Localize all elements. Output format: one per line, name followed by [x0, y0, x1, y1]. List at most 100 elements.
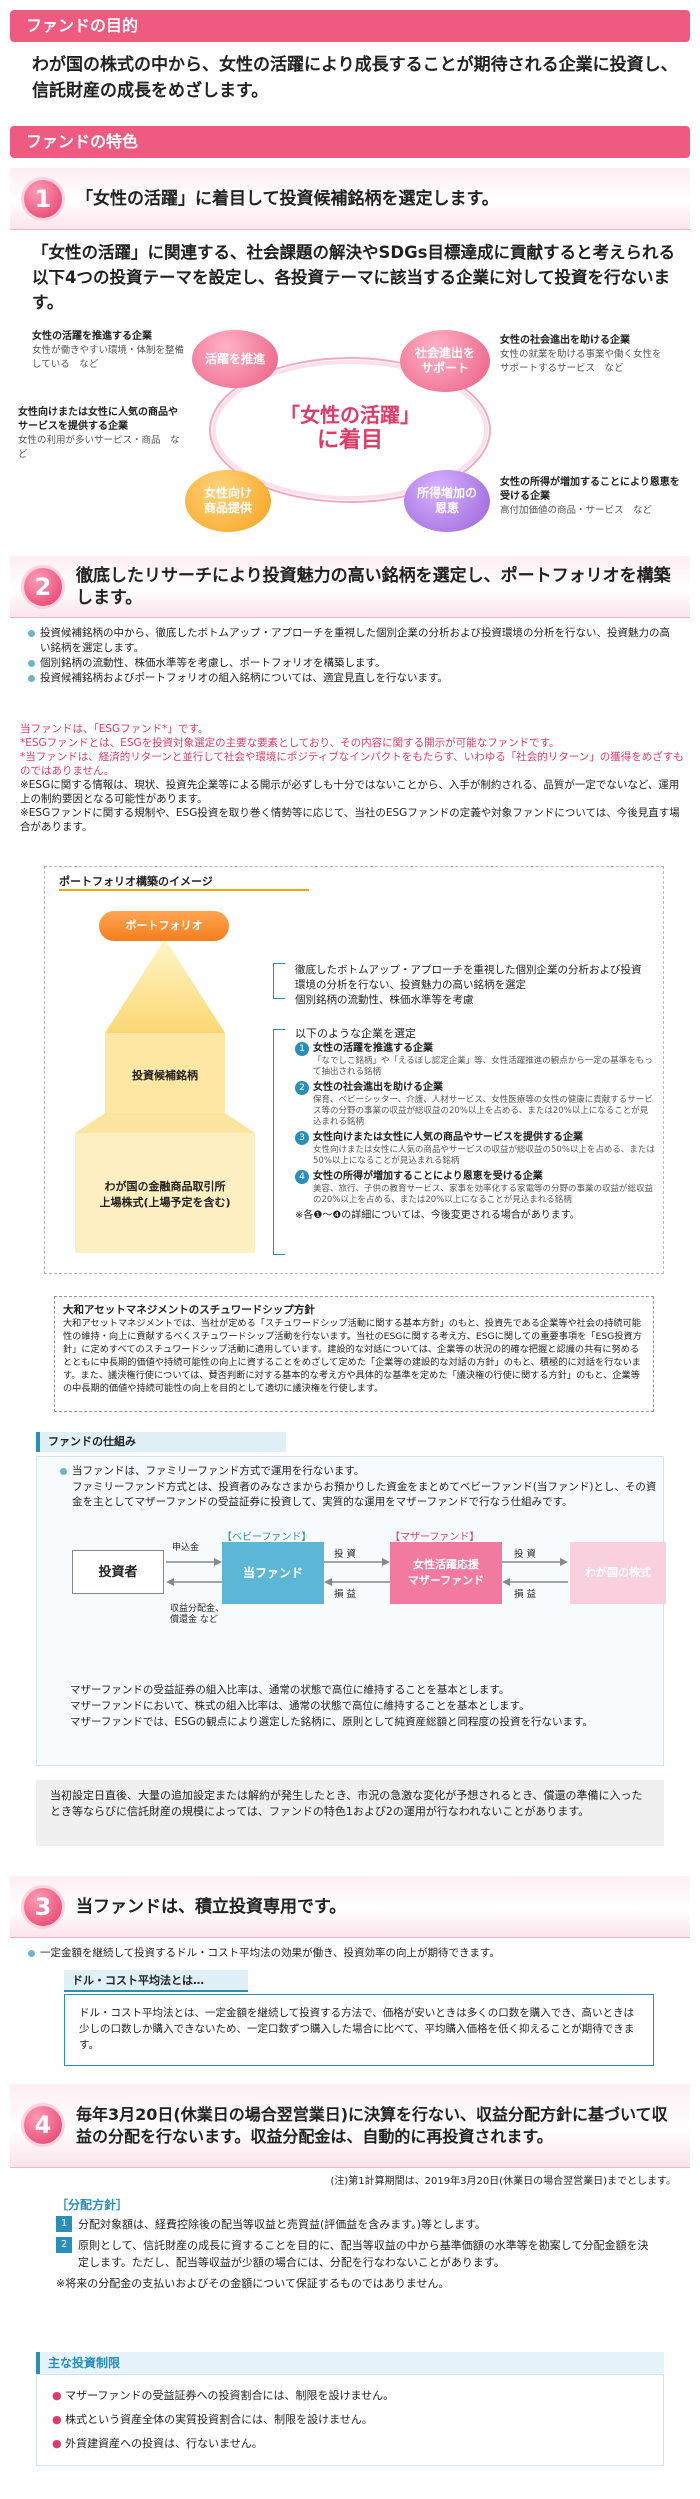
theme-ring [209, 357, 491, 503]
select-list: 以下のような企業を選定 1 女性の活躍を推進する企業「なでしこ銘柄」や「えるぼし認… [295, 1027, 655, 1222]
item-number: 1 [56, 2216, 72, 2232]
item-text: 原則として、信託財産の成長に資することを目的に、配当等収益の中から基準価額の水準… [78, 2239, 649, 2269]
select-step: 3 女性向けまたは女性に人気の商品やサービスを提供する企業女性向けまたは女性に人気… [295, 1131, 655, 1167]
select-step: 4 女性の所得が増加することにより恩恵を受ける企業美容、旅行、子供の教育サービス、… [295, 1170, 655, 1206]
feature-title: 徹底したリサーチにより投資魅力の高い銘柄を選定し、ポートフォリオを構築します。 [76, 565, 671, 608]
return-label: 収益分配金、 償還金 など [170, 1604, 225, 1625]
bullet-item: 投資候補銘柄およびポートフォリオの組入銘柄については、適宜見直しを行ないます。 [28, 671, 680, 686]
scheme-diagram: 投資者 申込金 収益分配金、 償還金 など 【ベビーファンド】 当ファンド 投 … [72, 1528, 666, 1638]
feature-3-bullets: 一定金額を継続して投資するドル・コスト平均法の効果が働き、投資効率の向上が期待で… [28, 1946, 680, 1961]
center-line-2: に着目 [316, 428, 383, 453]
scheme-heading: ファンドの仕組み [36, 1432, 286, 1452]
portfolio-top: ポートフォリオ [99, 911, 229, 941]
step-title: 女性の所得が増加することにより恩恵を受ける企業 [313, 1171, 543, 1182]
center-line-1: 「女性の活躍」 [280, 403, 420, 427]
feature-2-header: 2 徹底したリサーチにより投資魅力の高い銘柄を選定し、ポートフォリオを構築します… [10, 556, 690, 618]
mother-fund-box: 女性活躍応援 マザーファンド [390, 1542, 502, 1604]
limit-text: 株式という資産全体の実質投資割合には、制限を設けません。 [65, 2413, 373, 2426]
esg-note: ※ESGファンドに関する規制や、ESG投資を取り巻く情勢等に応じて、当社のESG… [20, 807, 680, 833]
bullet-item: 投資候補銘柄の中から、徹底したボトムアップ・アプローチを重視した個別企業の分析お… [28, 626, 680, 656]
feature-number: 1 [24, 180, 62, 218]
portfolio-bottom: わが国の金融商品取引所 上場株式(上場予定を含む) [99, 1180, 231, 1209]
esg-notes: 当ファンドは、「ESGファンド*」です。 *ESGファンドとは、ESGを投資対象… [20, 722, 684, 834]
stewardship-box: 大和アセットマネジメントのスチュワードシップ方針 大和アセットマネジメントでは、… [54, 1296, 654, 1412]
feature-3-header: 3 当ファンドは、積立投資専用です。 [10, 1876, 690, 1938]
right-bullet: 徹底したボトムアップ・アプローチを重視した個別企業の分析および投資環境の分析を行… [295, 964, 642, 991]
baby-fund-box: 当ファンド [222, 1542, 324, 1604]
portfolio-panel: ポートフォリオ構築のイメージ ポートフォリオ 投資候補銘柄 わが国の金融商品取引… [44, 866, 664, 1274]
label-title: 女性の所得が増加することにより恩恵を受ける企業 [500, 477, 680, 502]
risk-note: 当初設定日直後、大量の追加設定または解約が発生したとき、市況の急激な変化が予想さ… [36, 1780, 664, 1846]
label-sub: 女性が働きやすい環境・体制を整備している など [32, 345, 185, 370]
portfolio-pyramid [75, 939, 255, 1253]
step-number: 4 [295, 1170, 309, 1184]
portfolio-title-rule [59, 889, 309, 891]
bubble-income: 所得増加の 恩恵 [404, 470, 490, 532]
gain-label-2: 損 益 [514, 1589, 537, 1600]
limit-item: ● マザーファンドの受益証券への投資割合には、制限を設けません。 [52, 2384, 652, 2408]
limits-panel [36, 2374, 664, 2466]
portfolio-title: ポートフォリオ構築のイメージ [59, 875, 213, 888]
step-desc: 美容、旅行、子供の教育サービス、家事を効率化する家電等の分野の事業の収益が総収益… [313, 1184, 654, 1205]
esg-note: *ESGファンドとは、ESGを投資対象選定の主要な要素としており、その内容に関す… [20, 737, 560, 749]
esg-note: *当ファンドは、経済的リターンと並行して社会や環境にポジティブなインパクトをもた… [20, 751, 684, 777]
step-desc: 女性向けまたは女性に人気の商品やサービスの収益が総収益の50%以上を占める、また… [313, 1145, 655, 1166]
limit-item: ● 外貨建資産への投資は、行ないません。 [52, 2432, 652, 2456]
feature-number: 2 [24, 568, 62, 606]
distribution-note: ※将来の分配金の支払いおよびその金額について保証するものではありません。 [56, 2277, 450, 2290]
limit-text: マザーファンドの受益証券への投資割合には、制限を設けません。 [65, 2389, 395, 2402]
step-number: 3 [295, 1131, 309, 1145]
label-support: 女性の社会進出を助ける企業女性の就業を助ける事業や働く女性をサポートするサービス… [500, 334, 670, 376]
invest-label: 投 資 [334, 1549, 357, 1560]
purpose-heading: ファンドの目的 [10, 10, 690, 42]
distribution-heading: ［分配方針］ [56, 2198, 129, 2212]
bubble-label: 社会進出を サポート [414, 346, 475, 375]
scheme-bullets: マザーファンドの受益証券の組入比率は、通常の状態で高位に維持することを基本としま… [60, 1682, 660, 1730]
bubble-label: 所得増加の 恩恵 [416, 486, 477, 515]
feature-title: 当ファンドは、積立投資専用です。 [76, 1896, 347, 1917]
feature-title: 毎年3月20日(休業日の場合翌営業日)に決算を行ない、収益分配方針に基づいて収益… [76, 2104, 668, 2146]
feature-1-header: 1 「女性の活躍」に着目して投資候補銘柄を選定します。 [10, 168, 690, 230]
baby-tag: 【ベビーファンド】 [222, 1532, 312, 1543]
step-number: 1 [295, 1042, 309, 1056]
right-bullet: 個別銘柄の流動性、株価水準等を考慮 [295, 994, 474, 1006]
select-step: 1 女性の活躍を推進する企業「なでしこ銘柄」や「えるぼし認定企業」等、女性活躍推進… [295, 1042, 655, 1078]
portfolio-mid: 投資候補銘柄 [132, 1069, 198, 1082]
label-sub: 女性の就業を助ける事業や働く女性をサポートするサービス など [500, 349, 662, 374]
select-head: 以下のような企業を選定 [295, 1027, 416, 1040]
purpose-text: わが国の株式の中から、女性の活躍により成長することが期待される企業に投資し、信託… [32, 55, 678, 101]
step-desc: 「なでしこ銘柄」や「えるぼし認定企業」等、女性活躍推進の観点から一定の基準をもっ… [313, 1056, 653, 1077]
bullet-item: 個別銘柄の流動性、株価水準等を考慮し、ポートフォリオを構築します。 [28, 656, 680, 671]
bubble-label: 活躍を推進 [204, 351, 265, 366]
scheme-panel [36, 1456, 664, 1766]
bracket [273, 1029, 285, 1255]
feature-4-header: 4 毎年3月20日(休業日の場合翌営業日)に決算を行ない、収益分配方針に基づいて… [10, 2084, 690, 2168]
label-title: 女性向けまたは女性に人気の商品やサービスを提供する企業 [18, 407, 178, 432]
step-title: 女性向けまたは女性に人気の商品やサービスを提供する企業 [313, 1132, 583, 1143]
bubble-products: 女性向け 商品提供 [185, 470, 271, 532]
center-title: 「女性の活躍」 に着目 [270, 402, 430, 454]
item-number: 2 [56, 2237, 72, 2253]
feature-title: 「女性の活躍」に着目して投資候補銘柄を選定します。 [76, 188, 499, 209]
features-heading: ファンドの特色 [10, 126, 690, 158]
dca-title: ドル・コスト平均法とは… [64, 1970, 248, 1992]
scheme-intro-1: 当ファンドは、ファミリーファンド方式で運用を行ないます。 [60, 1464, 656, 1479]
esg-note: 当ファンドは、「ESGファンド*」です。 [20, 723, 209, 735]
label-products: 女性向けまたは女性に人気の商品やサービスを提供する企業女性の利用が多いサービス・… [18, 406, 186, 462]
label-sub: 高付加価値の商品・サービス など [500, 505, 653, 516]
feature-1-intro: 「女性の活躍」に関連する、社会課題の解決やSDGs目標達成に貢献すると考えられる… [32, 243, 675, 312]
bullet-dot: ● [52, 2413, 66, 2426]
label-promote: 女性の活躍を推進する企業女性が働きやすい環境・体制を整備している など [32, 330, 192, 372]
market-box: わが国の株式 [570, 1542, 666, 1604]
step-title: 女性の社会進出を助ける企業 [313, 1082, 443, 1093]
scheme-bullet: マザーファンドの受益証券の組入比率は、通常の状態で高位に維持することを基本としま… [70, 1684, 510, 1696]
scheme-intro: 当ファンドは、ファミリーファンド方式で運用を行ないます。 [60, 1464, 656, 1479]
step-title: 女性の活躍を推進する企業 [313, 1043, 433, 1054]
feature-number: 3 [24, 1888, 62, 1926]
theme-diagram: 活躍を推進 社会進出を サポート 女性向け 商品提供 所得増加の 恩恵 「女性の… [0, 320, 700, 540]
feature-number: 4 [24, 2106, 62, 2144]
steps-note: ※各❶～❹の詳細については、今後変更される場合があります。 [295, 1210, 580, 1221]
